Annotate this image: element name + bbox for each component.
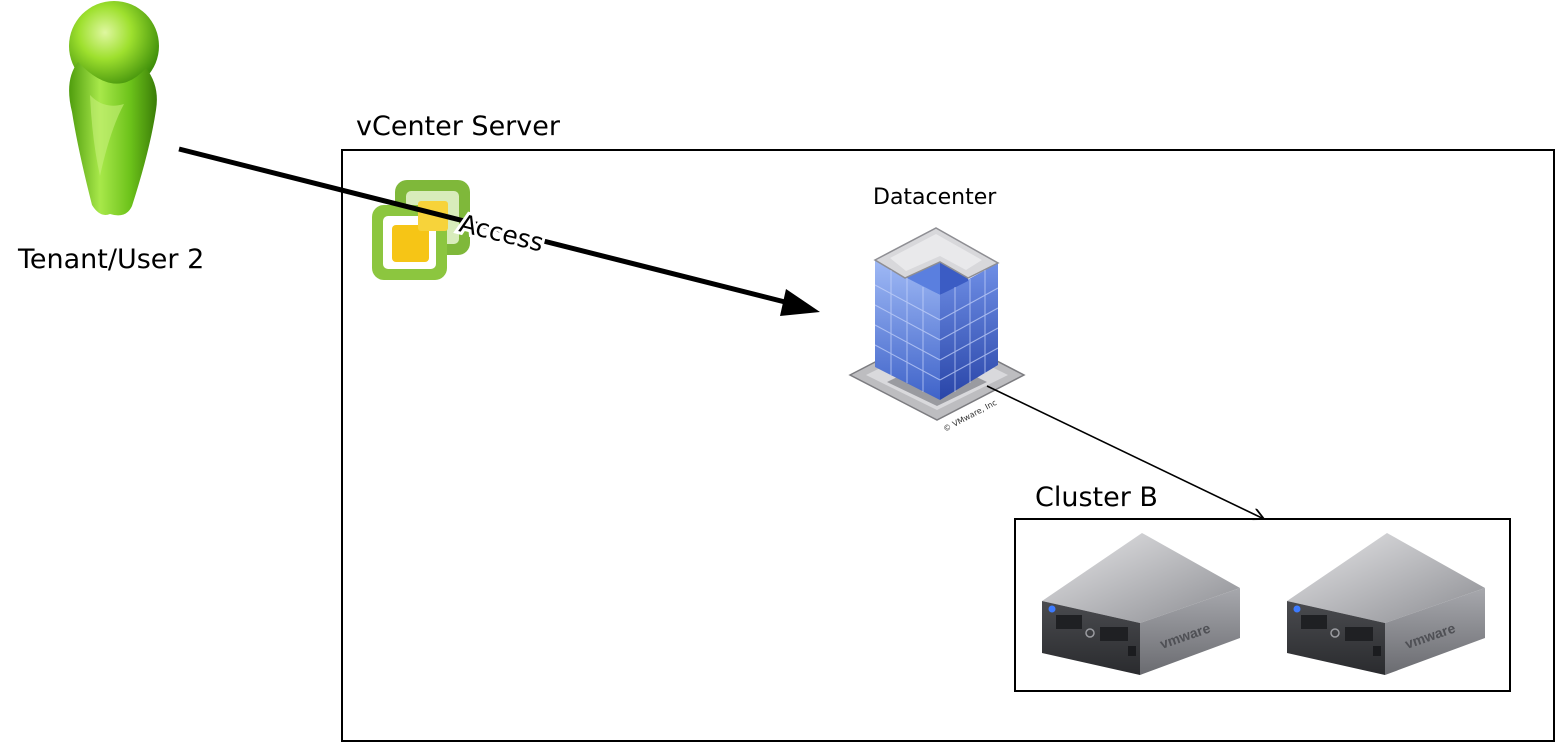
- server-host-icon: vmware: [1042, 533, 1240, 675]
- datacenter-to-cluster-arrow: [986, 385, 1264, 519]
- user-label: Tenant/User 2: [18, 244, 205, 275]
- datacenter-label: Datacenter: [873, 185, 997, 210]
- vcenter-server-box: [341, 149, 1555, 742]
- user-person-icon: [69, 1, 159, 216]
- server-host-icon: vmware: [1287, 533, 1485, 675]
- access-arrow: [178, 146, 820, 316]
- building-icon: [848, 227, 1026, 421]
- vcenter-logo-icon: [372, 180, 470, 280]
- cluster-title: Cluster B: [1035, 482, 1158, 513]
- vcenter-server-title: vCenter Server: [356, 111, 560, 142]
- access-label: Access: [457, 209, 547, 258]
